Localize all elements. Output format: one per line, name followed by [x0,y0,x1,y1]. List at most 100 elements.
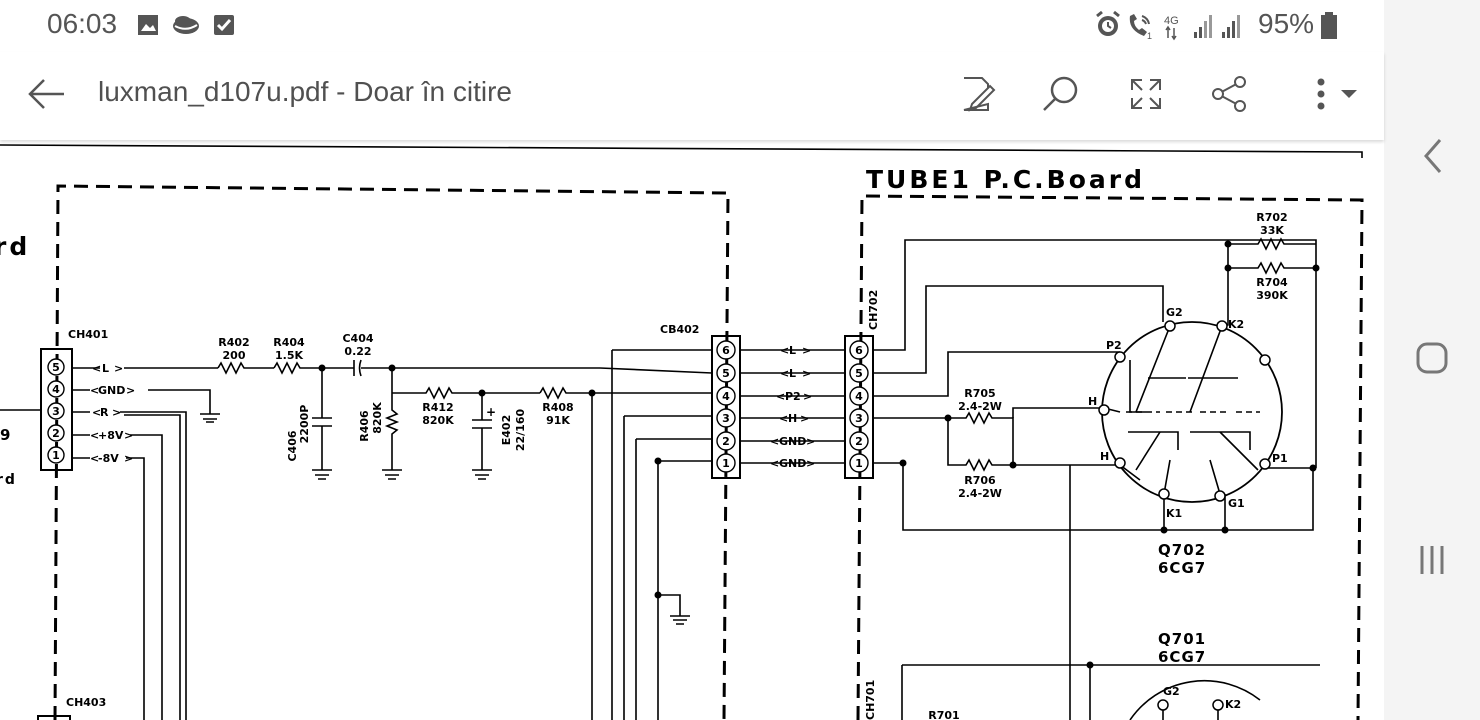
bridge-signal-3: P2 [785,390,801,403]
app-bar: luxman_d107u.pdf - Doar în citire [0,52,1384,140]
pdf-page-view[interactable]: 5 4 3 2 1 6 5 4 3 2 1 6 5 4 3 2 1 <L> <G… [0,140,1384,720]
fullscreen-button[interactable] [1122,70,1170,118]
back-button[interactable] [22,70,70,118]
r406-value: 820K [371,402,384,434]
c406-value: 2200P [298,405,311,444]
svg-text:>: > [806,457,815,470]
r705-value: 2.4-2W [958,400,1002,413]
edit-button[interactable] [952,70,1000,118]
signal-icon [1194,15,1212,38]
r402-label: R402 [218,336,249,349]
ch702-pin-6: 6 [855,344,863,357]
more-icon [1317,78,1357,110]
bridge-signal-1: L [789,344,796,357]
r412-label: R412 [422,401,453,414]
ch401-pin-3: 3 [52,405,60,418]
r406-label: R406 [358,410,371,442]
r701-label: R701 [928,709,959,720]
tube-pin-h-bottom: H [1100,450,1109,463]
status-left-icons [138,15,234,35]
svg-text:>: > [803,390,812,403]
c404-value: 0.22 [344,345,371,358]
ch702-pin-3: 3 [855,412,863,425]
r412-value: 820K [422,414,454,427]
nav-home-button[interactable] [1404,338,1460,378]
cb402-pin-6: 6 [722,344,730,357]
share-icon [1212,76,1246,112]
r404-value: 1.5K [275,349,303,362]
schematic-drawing: 5 4 3 2 1 6 5 4 3 2 1 6 5 4 3 2 1 <L> <G… [0,144,1364,720]
ch702-pin-1: 1 [855,457,863,470]
svg-text:+: + [486,405,496,419]
r404-label: R404 [273,336,305,349]
r705-label: R705 [964,387,995,400]
r706-label: R706 [964,474,996,487]
c404-label: C404 [342,332,373,345]
q702-label: Q702 [1158,541,1206,559]
svg-text:<: < [780,344,789,357]
ch401-signal-p8v: +8V [98,429,124,442]
battery-percent: 95% [1258,8,1315,39]
svg-text:>: > [114,362,123,375]
q701-label: Q701 [1158,630,1206,648]
nav-back-button[interactable] [1404,136,1460,176]
image-icon [138,15,158,35]
ch403-label: CH403 [66,696,106,709]
document-title: luxman_d107u.pdf - Doar în citire [98,76,512,107]
e402-label: E402 [500,415,513,445]
cb402-pin-5: 5 [722,367,730,380]
ch702-pin-5: 5 [855,367,863,380]
battery-icon [1321,12,1337,39]
svg-text:>: > [800,412,809,425]
svg-text:<: < [779,412,788,425]
ch401-pin-4: 4 [52,383,60,396]
q701-pin-k2: K2 [1225,698,1241,711]
cloud-icon [173,16,199,34]
network-type: 4G [1164,15,1179,41]
tube-pin-g1: G1 [1228,497,1245,510]
wifi-calling-icon: 1 [1129,14,1152,41]
search-button[interactable] [1036,70,1084,118]
nav-recents-button[interactable] [1404,540,1460,580]
e402-value: 22/160 [514,409,527,452]
svg-text:4G: 4G [1164,15,1179,27]
bridge-signal-6: GND [779,457,806,470]
cb402-pin-1: 1 [722,457,730,470]
ch401-signal-l: L [102,362,109,375]
check-box-icon [214,15,234,35]
r704-value: 390K [1256,289,1288,302]
navigation-bar [1384,0,1480,720]
q701-pin-g2: G2 [1163,685,1180,698]
r702-label: R702 [1256,211,1287,224]
cb402-pin-3: 3 [722,412,730,425]
svg-text:<: < [780,367,789,380]
search-icon [1043,76,1078,111]
svg-text:<: < [90,452,99,465]
share-button[interactable] [1206,70,1254,118]
tube-pin-p1: P1 [1272,452,1288,465]
home-icon [1416,342,1448,374]
recents-icon [1420,546,1444,574]
ch702-pin-2: 2 [855,435,863,448]
ch702-label: CH702 [867,290,880,330]
ch401-label: CH401 [68,328,108,341]
status-bar: 06:03 1 4G [0,0,1384,52]
svg-text:>: > [806,435,815,448]
cb402-pin-2: 2 [722,435,730,448]
fullscreen-icon [1131,79,1161,109]
r706-value: 2.4-2W [958,487,1002,500]
ch401-pin-2: 2 [52,427,60,440]
alarm-icon [1096,10,1120,36]
svg-text:>: > [802,344,811,357]
ch401-signal-m8v: -8V [98,452,119,465]
board-fragment-bottom: rd [0,472,17,488]
svg-text:>: > [802,367,811,380]
q701-type: 6CG7 [1158,648,1206,666]
left-number: 9 [0,426,10,444]
ch401-pin-5: 5 [52,361,60,374]
tube-pin-h-top: H [1088,395,1097,408]
r408-label: R408 [542,401,573,414]
bridge-signal-2: L [789,367,796,380]
more-options-button[interactable] [1296,70,1366,118]
edit-icon [963,77,996,112]
